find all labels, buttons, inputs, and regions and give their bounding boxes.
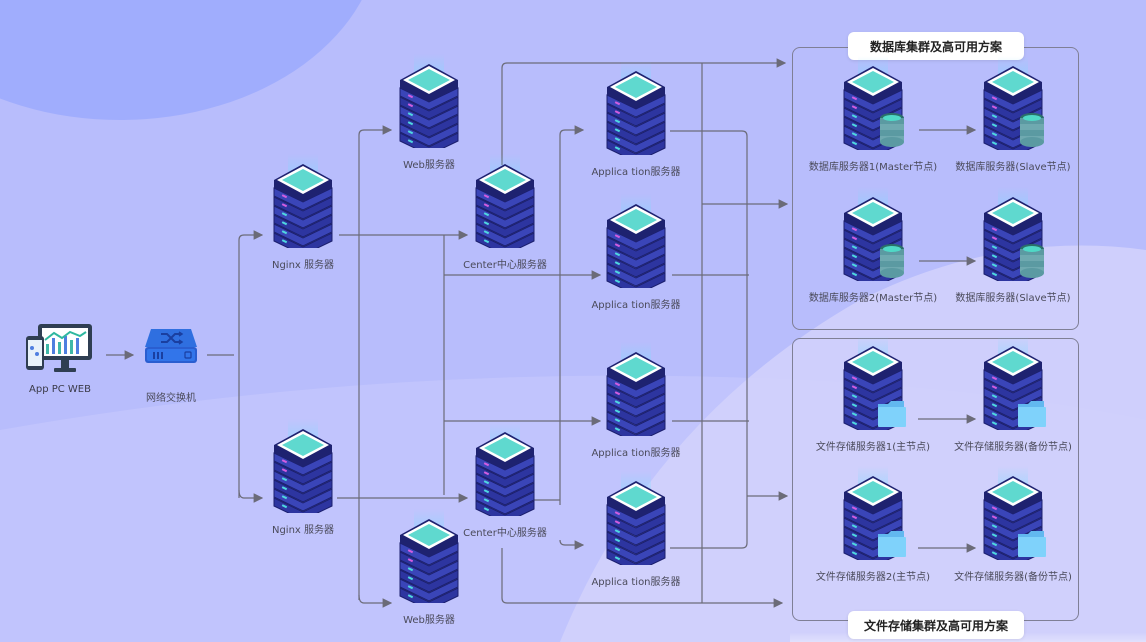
database-master-1-label: 数据库服务器1(Master节点) [808, 162, 938, 173]
database-server-icon [980, 187, 1046, 289]
connector [358, 125, 393, 600]
application-server-1-node: Applica tion服务器 [571, 61, 701, 178]
database-slave-1-label: 数据库服务器(Slave节点) [955, 162, 1071, 173]
server-icon [472, 154, 538, 256]
file-server-icon [980, 336, 1046, 438]
watermark-strip [790, 632, 1146, 642]
file-server-icon [840, 336, 906, 438]
server-icon [603, 194, 669, 296]
client-label: App PC WEB [29, 384, 91, 395]
server-icon [270, 154, 336, 256]
application-server-3-label: Applica tion服务器 [591, 448, 681, 459]
file-storage-backup-1-node: 文件存储服务器(备份节点) [948, 336, 1078, 453]
connector [358, 594, 393, 608]
file-storage-master-1-label: 文件存储服务器1(主节点) [815, 442, 931, 453]
monitor-phone-icon [26, 324, 92, 372]
file-storage-master-2-label: 文件存储服务器2(主节点) [815, 572, 931, 583]
server-icon [472, 422, 538, 524]
file-storage-backup-1-label: 文件存储服务器(备份节点) [954, 442, 1072, 453]
connector [559, 539, 585, 550]
web-server-2-label: Web服务器 [403, 615, 455, 626]
application-server-2-node: Applica tion服务器 [571, 194, 701, 311]
file-storage-cluster-title: 文件存储集群及高可用方案 [848, 611, 1024, 639]
connector [238, 489, 264, 503]
center-server-1-label: Center中心服务器 [463, 260, 547, 271]
database-master-2-label: 数据库服务器2(Master节点) [808, 293, 938, 304]
database-server-icon [980, 56, 1046, 158]
network-switch-label: 网络交换机 [146, 393, 196, 404]
web-server-2-node: Web服务器 [364, 509, 494, 626]
client-node: App PC WEB [10, 322, 110, 395]
center-server-2-node: Center中心服务器 [440, 422, 570, 539]
database-master-2-node: 数据库服务器2(Master节点) [808, 187, 938, 304]
connector [501, 58, 787, 165]
center-server-1-node: Center中心服务器 [440, 154, 570, 271]
database-master-1-node: 数据库服务器1(Master节点) [808, 56, 938, 173]
server-icon [270, 419, 336, 521]
web-server-1-node: Web服务器 [364, 54, 494, 171]
database-slave-2-label: 数据库服务器(Slave节点) [955, 293, 1071, 304]
database-slave-2-node: 数据库服务器(Slave节点) [948, 187, 1078, 304]
server-icon [603, 471, 669, 573]
database-server-icon [840, 187, 906, 289]
nginx-server-2-label: Nginx 服务器 [271, 525, 335, 536]
connector [670, 130, 748, 549]
web-server-1-label: Web服务器 [403, 160, 455, 171]
file-server-icon [980, 466, 1046, 568]
database-cluster-title: 数据库集群及高可用方案 [848, 32, 1024, 60]
nginx-server-1-label: Nginx 服务器 [271, 260, 335, 271]
connector [501, 548, 784, 608]
nginx-server-2-node: Nginx 服务器 [238, 419, 368, 536]
center-server-2-label: Center中心服务器 [463, 528, 547, 539]
background-blob [0, 0, 362, 120]
network-switch-node: 网络交换机 [130, 325, 212, 404]
file-storage-backup-2-label: 文件存储服务器(备份节点) [954, 572, 1072, 583]
server-icon [396, 509, 462, 611]
server-icon [603, 342, 669, 444]
network-switch-icon [145, 329, 197, 363]
application-server-4-node: Applica tion服务器 [571, 471, 701, 588]
connector [238, 230, 264, 498]
connector [559, 125, 585, 505]
server-icon [603, 61, 669, 163]
application-server-1-label: Applica tion服务器 [591, 167, 681, 178]
database-slave-1-node: 数据库服务器(Slave节点) [948, 56, 1078, 173]
server-icon [396, 54, 462, 156]
application-server-3-node: Applica tion服务器 [571, 342, 701, 459]
application-server-4-label: Applica tion服务器 [591, 577, 681, 588]
file-server-icon [840, 466, 906, 568]
file-storage-master-2-node: 文件存储服务器2(主节点) [808, 466, 938, 583]
database-server-icon [840, 56, 906, 158]
nginx-server-1-node: Nginx 服务器 [238, 154, 368, 271]
file-storage-backup-2-node: 文件存储服务器(备份节点) [948, 466, 1078, 583]
file-storage-master-1-node: 文件存储服务器1(主节点) [808, 336, 938, 453]
application-server-2-label: Applica tion服务器 [591, 300, 681, 311]
